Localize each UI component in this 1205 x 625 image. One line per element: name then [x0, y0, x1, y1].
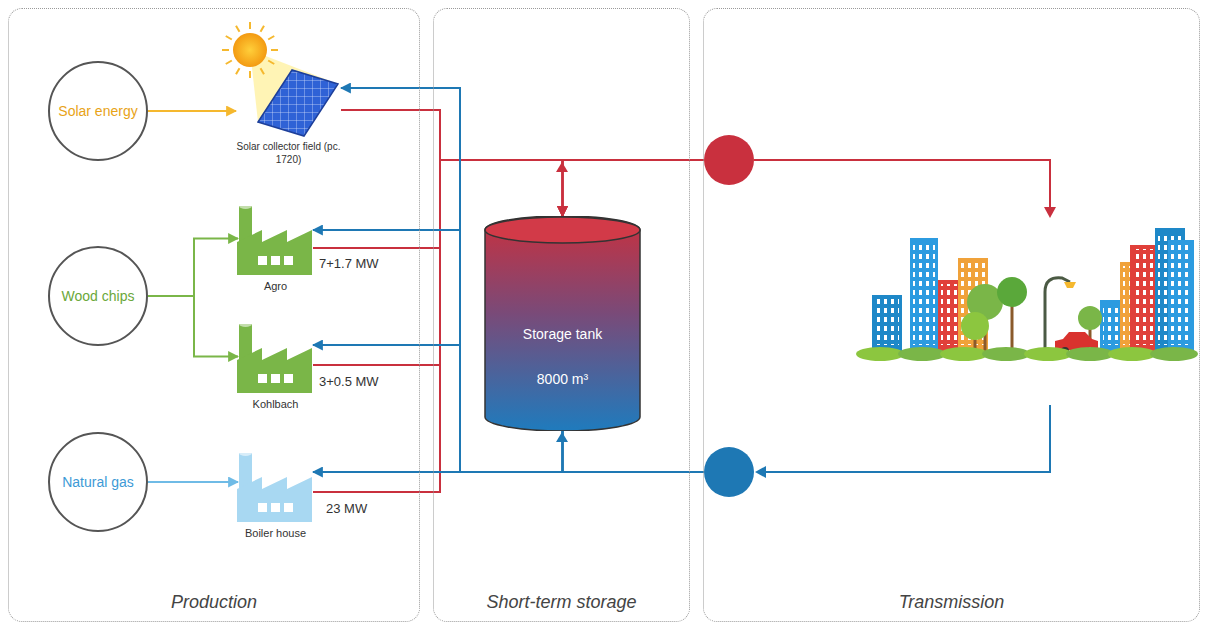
supply-pipe: [556, 135, 1056, 218]
sun-ray: [222, 49, 229, 51]
tank-name: Storage tank: [484, 326, 641, 342]
plant-node: Boiler house23 MW: [238, 448, 313, 523]
fuel-arrow: [148, 239, 238, 297]
sun-ray: [249, 71, 251, 78]
sun-ray: [249, 22, 251, 29]
tank-body: [485, 216, 640, 431]
fuel-arrow: [148, 481, 238, 483]
sun-ray: [271, 49, 278, 51]
sun-ray: [268, 61, 274, 65]
plant-node: Kohlbach3+0.5 MW: [238, 319, 313, 394]
section-panel: Transmission: [703, 8, 1200, 622]
building-windows: [913, 242, 935, 345]
plant-icon: [237, 203, 312, 275]
source-label: Wood chips: [62, 288, 135, 304]
section-panel: Storage tank 8000 m³ Short-term storage: [433, 8, 690, 622]
tank-outline: [484, 216, 641, 431]
sun-ray: [268, 36, 274, 40]
capacity-label: 3+0.5 MW: [319, 374, 379, 389]
hedge: [940, 347, 988, 361]
building-windows: [875, 299, 899, 345]
sun-ray: [226, 36, 232, 40]
sun-ray: [261, 26, 265, 32]
building: [910, 238, 938, 355]
solar-collector-icon: [222, 22, 338, 136]
source-circle: Solar energy: [48, 61, 148, 161]
field-label: Solar collector field (pc. 1720): [229, 141, 349, 166]
supply-pipe: [341, 110, 563, 216]
plant-icon: [237, 450, 312, 522]
fuel-arrow: [148, 296, 238, 357]
section-heading: Short-term storage: [434, 592, 689, 613]
solar-field: Solar collector field (pc. 1720): [236, 31, 341, 136]
source-circle: Wood chips: [48, 246, 148, 346]
tank-top: [485, 217, 640, 243]
plant-name: Boiler house: [245, 527, 306, 539]
plant-name: Kohlbach: [253, 398, 299, 410]
section-panel: Solar energySolar collector field (pc. 1…: [8, 8, 420, 622]
hedge: [1108, 347, 1156, 361]
fuel-arrow: [148, 110, 236, 112]
building: [872, 295, 902, 355]
section-heading: Transmission: [704, 592, 1199, 613]
building-windows: [1133, 249, 1155, 345]
building: [1168, 240, 1194, 355]
capacity-label: 7+1.7 MW: [319, 256, 379, 271]
city-illustration: [856, 228, 1198, 361]
plant-icon: [237, 321, 312, 393]
tree: [997, 277, 1027, 307]
lamp-head: [1064, 282, 1076, 288]
sun-ray: [236, 68, 240, 74]
section-heading: Production: [9, 592, 419, 613]
tank-volume: 8000 m³: [484, 371, 641, 387]
sun-ray: [261, 68, 265, 74]
source-label: Natural gas: [62, 474, 134, 490]
capacity-label: 23 MW: [326, 501, 367, 516]
building: [1130, 245, 1158, 355]
source-label: Solar energy: [58, 103, 137, 119]
sun-ray: [236, 26, 240, 32]
hedge: [1024, 347, 1072, 361]
plant-node: Agro7+1.7 MW: [238, 201, 313, 276]
sun-ray: [226, 61, 232, 65]
hedge: [982, 347, 1030, 361]
tree: [961, 312, 989, 340]
plant-name: Agro: [264, 280, 287, 292]
source-circle: Natural gas: [48, 432, 148, 532]
storage-tank: Storage tank 8000 m³: [484, 216, 641, 431]
building-windows: [1171, 244, 1191, 345]
hedge: [898, 347, 946, 361]
hedge: [856, 347, 904, 361]
building-windows: [1103, 304, 1122, 345]
return-pipe: [313, 431, 563, 472]
hedge: [1150, 347, 1198, 361]
tree: [1078, 306, 1102, 330]
hedge: [1066, 347, 1114, 361]
